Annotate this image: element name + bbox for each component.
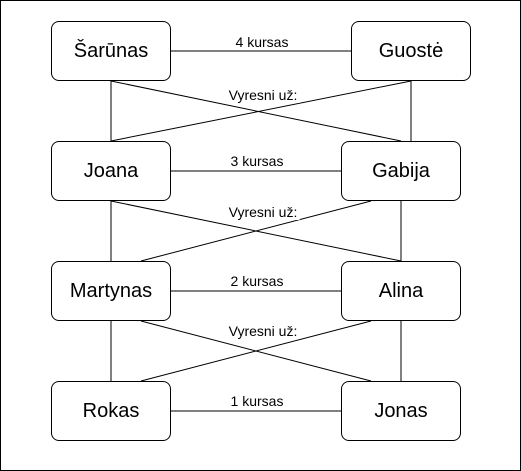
edge-label-older-3: Vyresni už: [226, 323, 300, 339]
node-label: Joana [83, 159, 139, 182]
edge-guoste-joana [110, 80, 412, 142]
node-label: Guostė [378, 39, 444, 62]
node-jonas[interactable]: Jonas [341, 381, 461, 441]
edge-label-row4-course: 1 kursas [228, 393, 286, 409]
node-label: Martynas [69, 279, 153, 302]
edge-label-older-1: Vyresni už: [226, 87, 300, 103]
edge-label-older-2: Vyresni už: [226, 204, 300, 220]
node-label: Šarūnas [73, 39, 149, 62]
node-label: Rokas [82, 399, 140, 422]
edge-label-row2-course: 3 kursas [228, 153, 286, 169]
node-sarunas[interactable]: Šarūnas [51, 21, 171, 81]
node-alina[interactable]: Alina [341, 261, 461, 321]
node-martynas[interactable]: Martynas [51, 261, 171, 321]
edge-alina-rokas [140, 320, 372, 382]
edge-gabija-martynas [140, 200, 372, 262]
node-label: Gabija [372, 159, 430, 182]
node-gabija[interactable]: Gabija [341, 141, 461, 201]
node-label: Jonas [374, 399, 428, 422]
edge-sarunas-gabija [110, 80, 402, 142]
node-joana[interactable]: Joana [51, 141, 171, 201]
node-guoste[interactable]: Guostė [351, 21, 471, 81]
node-label: Alina [378, 279, 424, 302]
edge-label-row3-course: 2 kursas [228, 273, 286, 289]
node-rokas[interactable]: Rokas [51, 381, 171, 441]
edge-label-row1-course: 4 kursas [233, 34, 291, 50]
